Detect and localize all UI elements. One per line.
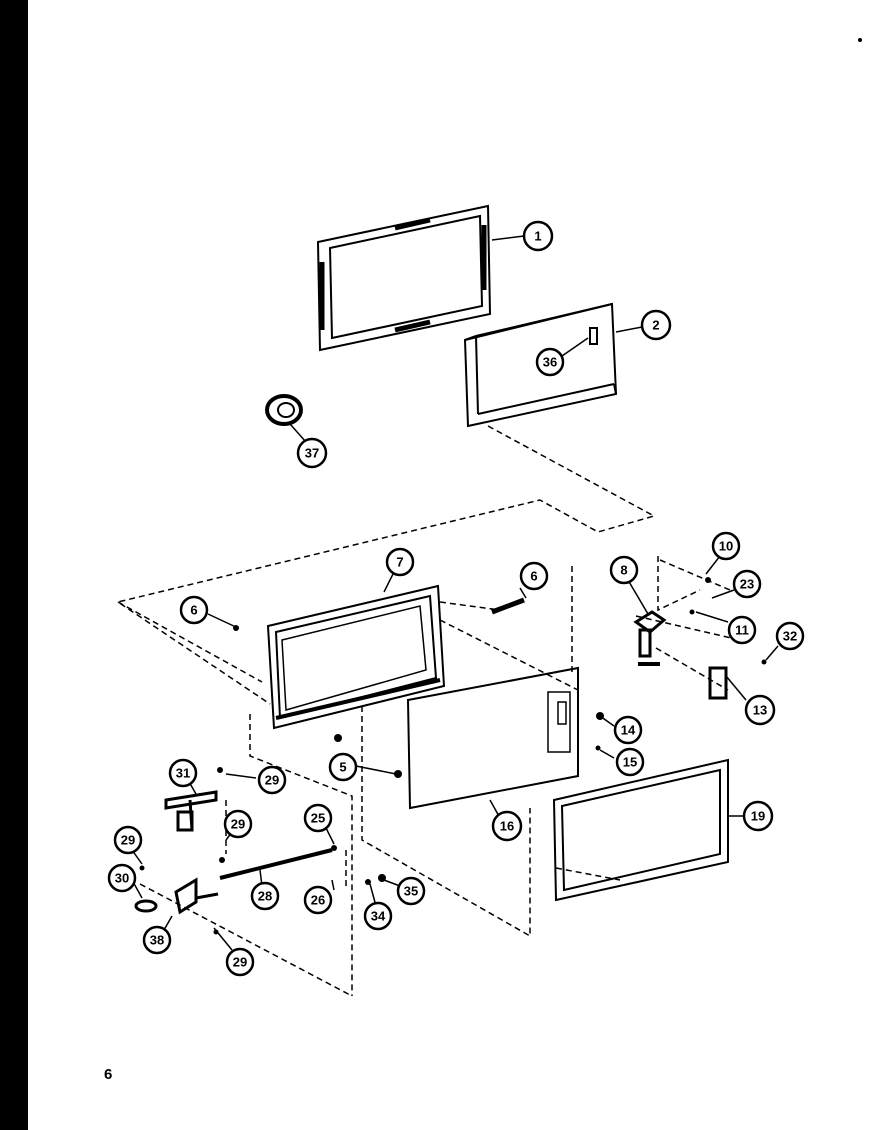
svg-text:36: 36 bbox=[543, 355, 557, 370]
callout-19: 19 bbox=[742, 800, 774, 832]
callout-2: 2 bbox=[640, 309, 672, 341]
callout-10: 10 bbox=[711, 531, 741, 561]
svg-text:1: 1 bbox=[534, 229, 541, 244]
svg-text:37: 37 bbox=[305, 446, 319, 461]
callout-29c: 29 bbox=[113, 825, 143, 855]
svg-text:32: 32 bbox=[783, 629, 797, 644]
alignment-guides bbox=[116, 425, 741, 997]
part-door-frame bbox=[266, 584, 446, 730]
callout-11: 11 bbox=[727, 615, 757, 645]
svg-text:38: 38 bbox=[150, 933, 164, 948]
callout-26: 26 bbox=[303, 885, 333, 915]
callout-29a: 29 bbox=[257, 765, 287, 795]
svg-text:30: 30 bbox=[115, 871, 129, 886]
part-latch bbox=[633, 610, 667, 666]
callout-32: 32 bbox=[775, 621, 805, 651]
callout-6b: 6 bbox=[519, 561, 549, 591]
part-lower-bracket bbox=[174, 877, 219, 915]
callout-30: 30 bbox=[107, 863, 137, 893]
svg-text:16: 16 bbox=[500, 819, 514, 834]
part-hinge-bracket bbox=[164, 790, 218, 832]
callout-34: 34 bbox=[363, 901, 393, 931]
callout-1: 1 bbox=[522, 220, 554, 252]
svg-text:14: 14 bbox=[621, 723, 636, 738]
svg-text:13: 13 bbox=[753, 703, 767, 718]
svg-text:7: 7 bbox=[396, 555, 403, 570]
part-tray bbox=[463, 302, 618, 428]
callout-16: 16 bbox=[491, 810, 523, 842]
svg-text:29: 29 bbox=[233, 955, 247, 970]
svg-text:19: 19 bbox=[751, 809, 765, 824]
svg-text:11: 11 bbox=[735, 623, 749, 638]
svg-text:31: 31 bbox=[176, 766, 190, 781]
callout-36: 36 bbox=[535, 347, 565, 377]
callout-13: 13 bbox=[744, 694, 776, 726]
callout-38: 38 bbox=[142, 925, 172, 955]
svg-text:6: 6 bbox=[530, 569, 537, 584]
svg-text:15: 15 bbox=[623, 755, 637, 770]
callout-29b: 29 bbox=[223, 809, 253, 839]
fastener-dots bbox=[139, 38, 862, 935]
callout-14: 14 bbox=[613, 715, 643, 745]
callout-23: 23 bbox=[732, 569, 762, 599]
callout-28: 28 bbox=[250, 881, 280, 911]
callout-15: 15 bbox=[615, 747, 645, 777]
svg-text:26: 26 bbox=[311, 893, 325, 908]
svg-text:10: 10 bbox=[719, 539, 733, 554]
svg-text:29: 29 bbox=[231, 817, 245, 832]
page-edge-bar bbox=[0, 0, 28, 1130]
svg-text:23: 23 bbox=[740, 577, 754, 592]
callout-29d: 29 bbox=[225, 947, 255, 977]
part-outer-frame bbox=[552, 758, 729, 902]
part-small-clip bbox=[134, 899, 158, 913]
svg-text:34: 34 bbox=[371, 909, 386, 924]
svg-text:8: 8 bbox=[620, 563, 627, 578]
callout-37: 37 bbox=[296, 437, 328, 469]
part-knob bbox=[265, 394, 307, 443]
svg-text:29: 29 bbox=[121, 833, 135, 848]
callout-7: 7 bbox=[385, 547, 415, 577]
callout-35: 35 bbox=[396, 876, 426, 906]
svg-text:28: 28 bbox=[258, 889, 272, 904]
part-rod bbox=[219, 848, 333, 887]
svg-text:2: 2 bbox=[652, 318, 659, 333]
svg-text:29: 29 bbox=[265, 773, 279, 788]
callout-8: 8 bbox=[609, 555, 639, 585]
svg-text:5: 5 bbox=[339, 760, 346, 775]
callout-group: 1 2 36 37 7 6 6 8 10 23 11 32 13 14 15 5… bbox=[107, 220, 805, 977]
part-block bbox=[708, 666, 747, 701]
callout-6a: 6 bbox=[179, 595, 209, 625]
callout-25: 25 bbox=[303, 803, 333, 833]
callout-31: 31 bbox=[168, 758, 198, 788]
page-number: 6 bbox=[104, 1066, 113, 1083]
svg-text:25: 25 bbox=[311, 811, 325, 826]
part-spring bbox=[491, 597, 525, 615]
part-frame-top bbox=[316, 204, 492, 352]
svg-text:35: 35 bbox=[404, 884, 418, 899]
callout-5: 5 bbox=[328, 752, 358, 782]
part-panel bbox=[406, 666, 579, 810]
svg-text:6: 6 bbox=[190, 603, 197, 618]
